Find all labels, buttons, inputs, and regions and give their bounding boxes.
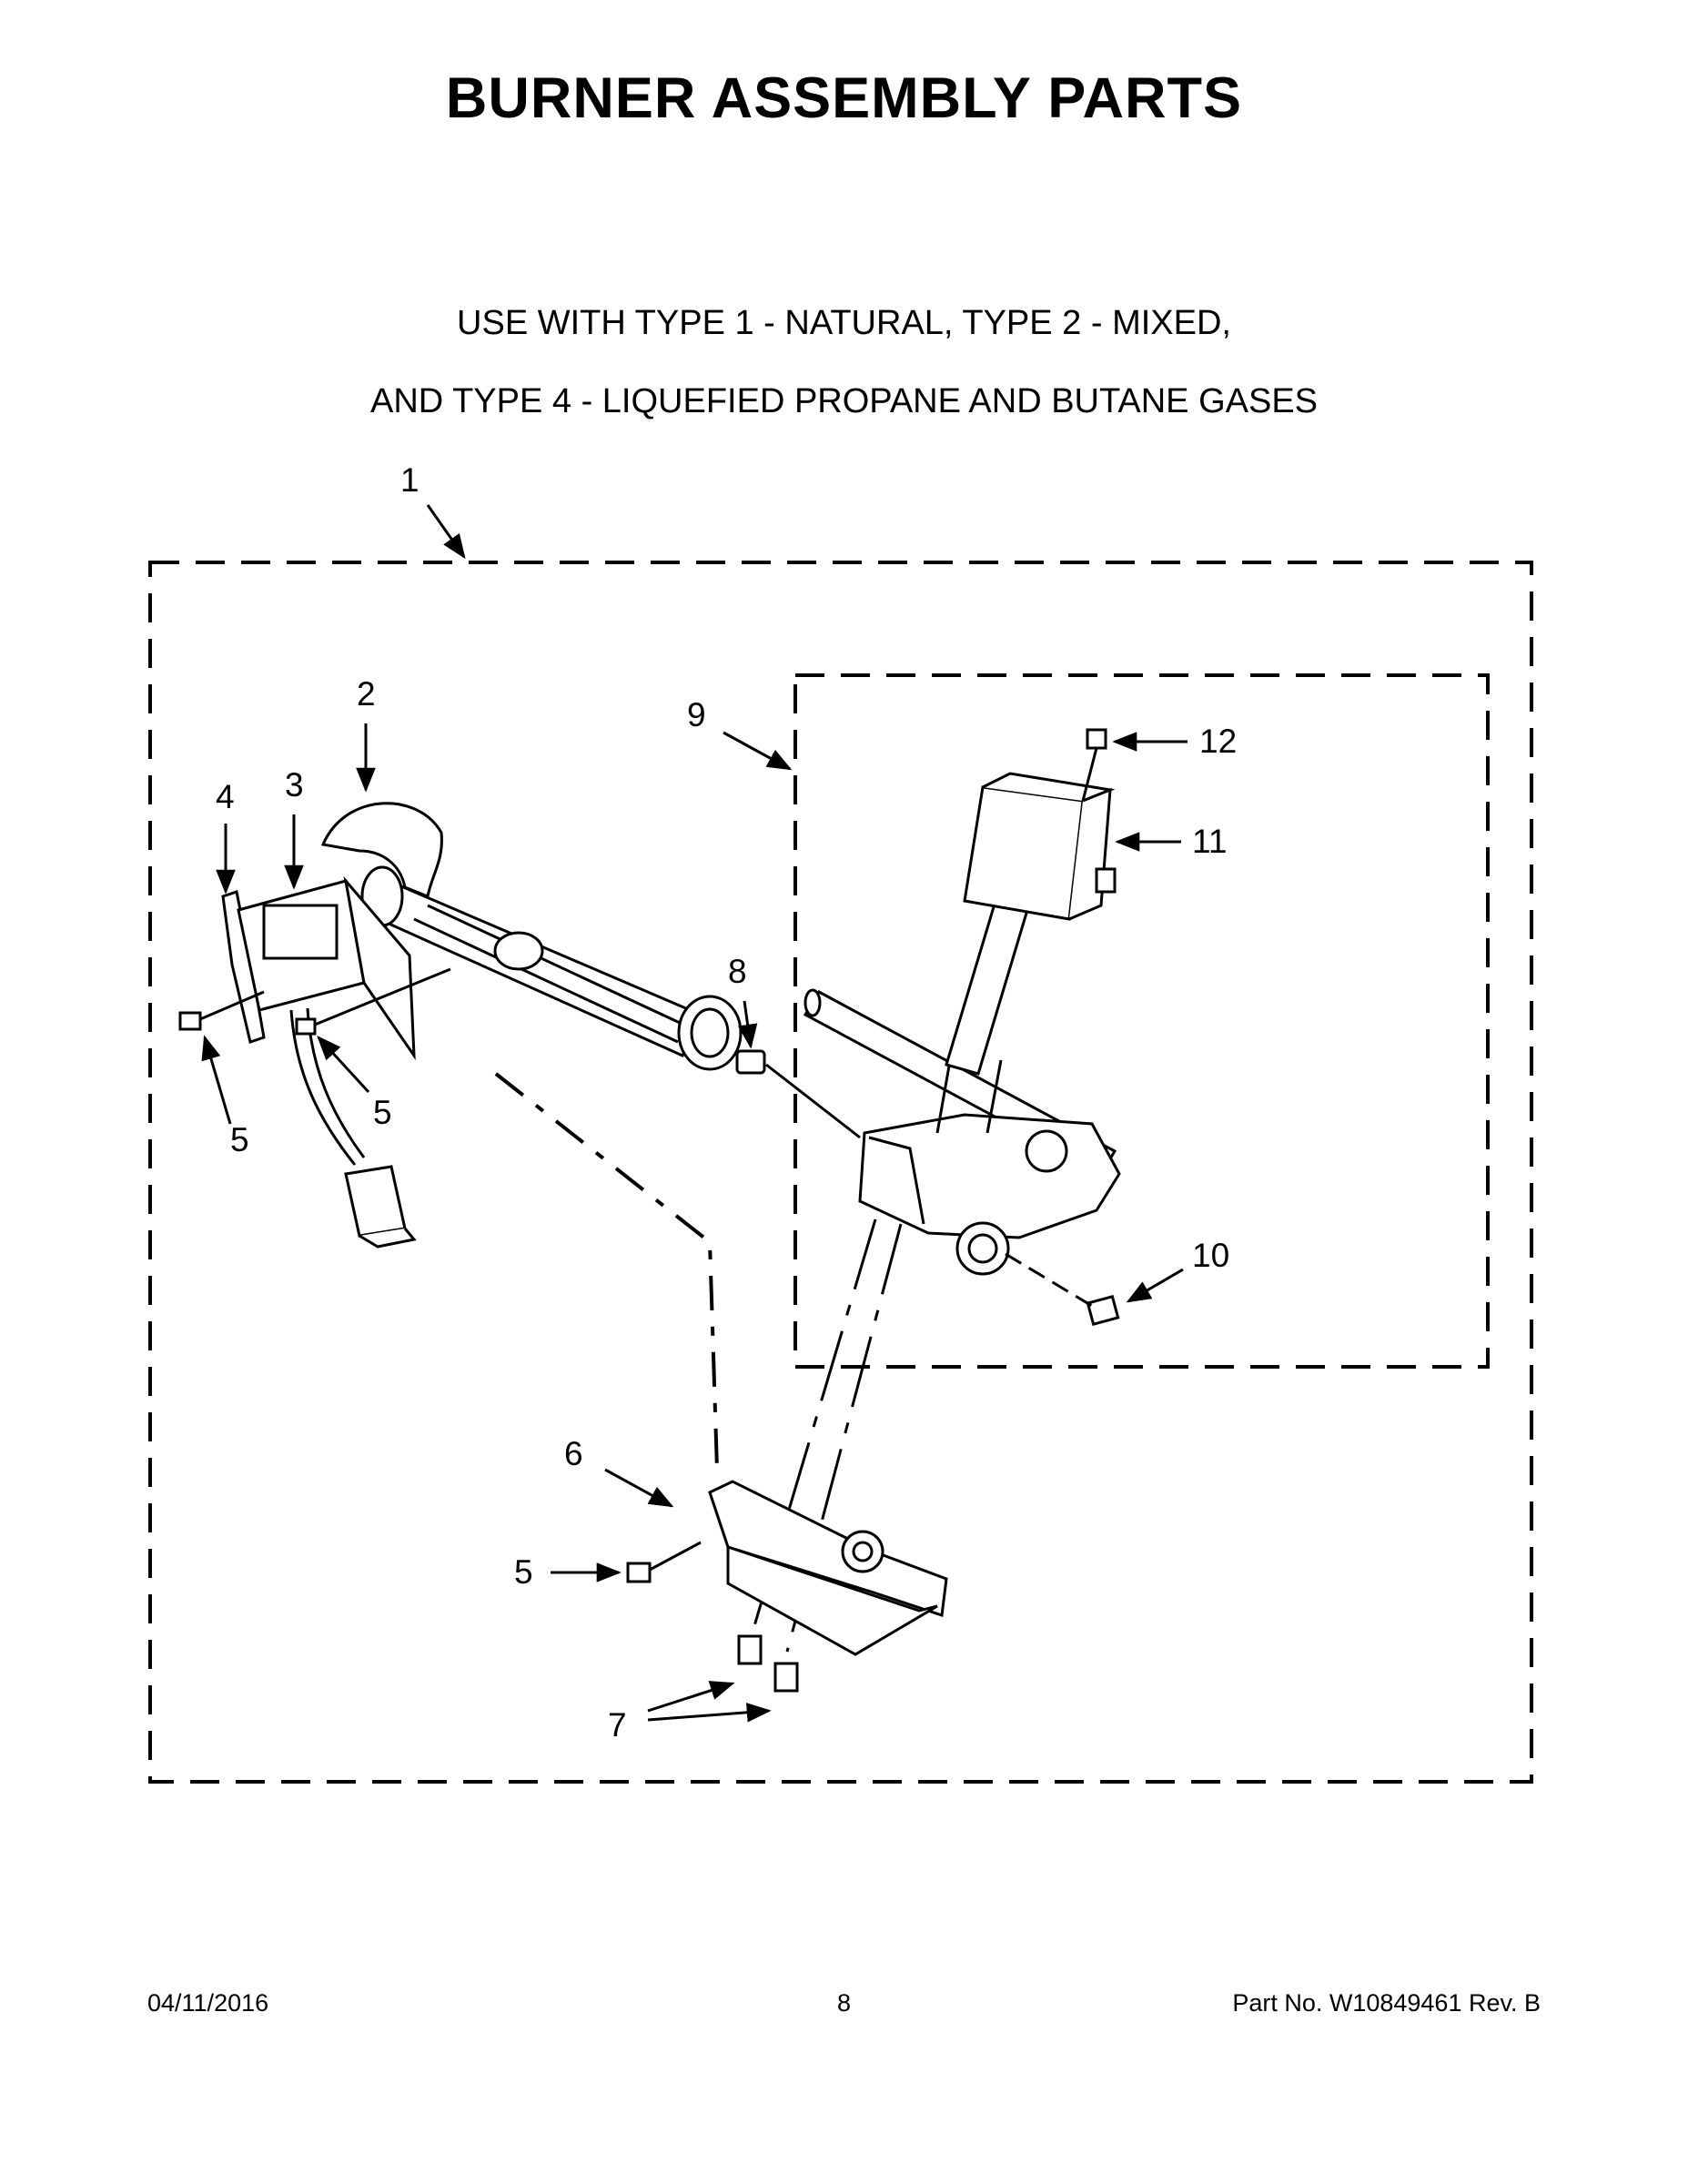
assembly-boundary-outer (148, 561, 1533, 1784)
leader-9 (723, 731, 793, 771)
orifice-guide-line (765, 1063, 861, 1139)
screw-12 (1081, 728, 1107, 802)
callout-12: 12 (1199, 723, 1237, 760)
screw-7-left (737, 1634, 763, 1665)
footer-date: 04/11/2016 (147, 1989, 269, 2017)
callout-4: 4 (216, 778, 235, 815)
callout-3: 3 (285, 766, 304, 804)
connector-guide-line (1005, 1252, 1093, 1308)
page-title: BURNER ASSEMBLY PARTS (445, 66, 1243, 130)
mounting-bracket (708, 1480, 948, 1656)
callout-10: 10 (1192, 1237, 1229, 1274)
subtitle-line-1: USE WITH TYPE 1 - NATURAL, TYPE 2 - MIXE… (457, 304, 1231, 342)
footer-part-number: Part No. W10849461 Rev. B (1232, 1989, 1541, 2017)
callout-5-bottom: 5 (514, 1553, 533, 1591)
footer-page-number: 8 (836, 1989, 852, 2017)
igniter-bracket (221, 875, 416, 1061)
callout-6: 6 (564, 1435, 583, 1472)
connector-10 (1086, 1294, 1120, 1327)
leader-10 (1126, 1268, 1184, 1303)
leader-8 (737, 1000, 758, 1049)
leader-7a (647, 1681, 735, 1713)
callout-7: 7 (608, 1706, 627, 1744)
callout-1: 1 (400, 461, 419, 499)
screw-5-left (178, 990, 265, 1031)
leader-1 (426, 504, 466, 560)
callout-5-left: 5 (230, 1121, 249, 1158)
bracket-guide-line (494, 1072, 719, 1471)
leader-5-middle (317, 1036, 370, 1094)
gas-valve (803, 988, 1121, 1276)
callout-11: 11 (1192, 823, 1227, 860)
callout-2: 2 (357, 675, 376, 713)
callout-5-middle: 5 (373, 1094, 392, 1131)
orifice (735, 1049, 766, 1075)
screw-5-middle (295, 967, 451, 1036)
subtitle-line-2: AND TYPE 4 - LIQUEFIED PROPANE AND BUTAN… (369, 382, 1319, 420)
callout-8: 8 (728, 953, 747, 990)
burner-tube (320, 802, 743, 1071)
solenoid-coil (963, 772, 1117, 921)
callout-9: 9 (687, 696, 706, 733)
valve-assembly-boundary (793, 673, 1490, 1369)
igniter-plug (344, 1165, 417, 1249)
screw-5-bottom (626, 1541, 702, 1583)
leader-5-left (201, 1035, 232, 1125)
screw-7-right (773, 1662, 799, 1693)
leader-6 (604, 1468, 674, 1508)
leader-7b (647, 1703, 772, 1723)
